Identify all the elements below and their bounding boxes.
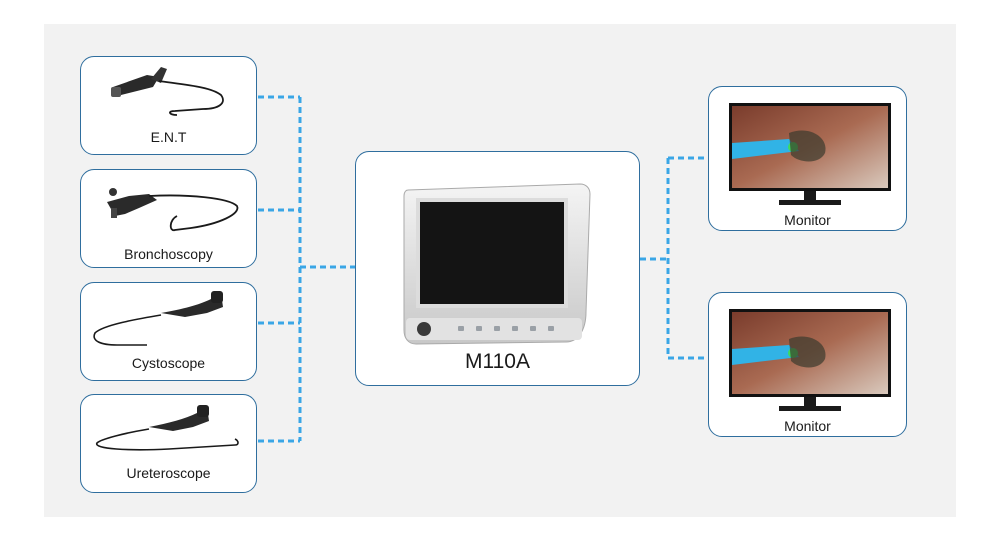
- monitor-label: Monitor: [784, 418, 831, 434]
- device-label: E.N.T: [150, 129, 187, 145]
- cystoscope-icon: [93, 291, 223, 346]
- monitor-card-2: Monitor: [708, 292, 907, 437]
- device-card-ent: E.N.T: [80, 56, 257, 155]
- device-card-ureteroscope: Ureteroscope: [80, 394, 257, 493]
- monitor-label: Monitor: [784, 212, 831, 228]
- monitor-image: [729, 309, 891, 411]
- processor-card: M110A: [355, 151, 640, 386]
- device-label: Bronchoscopy: [124, 246, 213, 262]
- monitor-card-1: Monitor: [708, 86, 907, 231]
- m110a-device-image: [403, 183, 591, 345]
- monitor-image: [729, 103, 891, 205]
- processor-label: M110A: [465, 350, 530, 373]
- device-label: Ureteroscope: [126, 465, 211, 481]
- bronchoscope-icon: [107, 188, 239, 232]
- ureteroscope-icon: [96, 405, 239, 451]
- ent-scope-icon: [111, 67, 224, 116]
- device-label: Cystoscope: [131, 355, 206, 371]
- device-card-cystoscope: Cystoscope: [80, 282, 257, 381]
- device-card-bronchoscopy: Bronchoscopy: [80, 169, 257, 268]
